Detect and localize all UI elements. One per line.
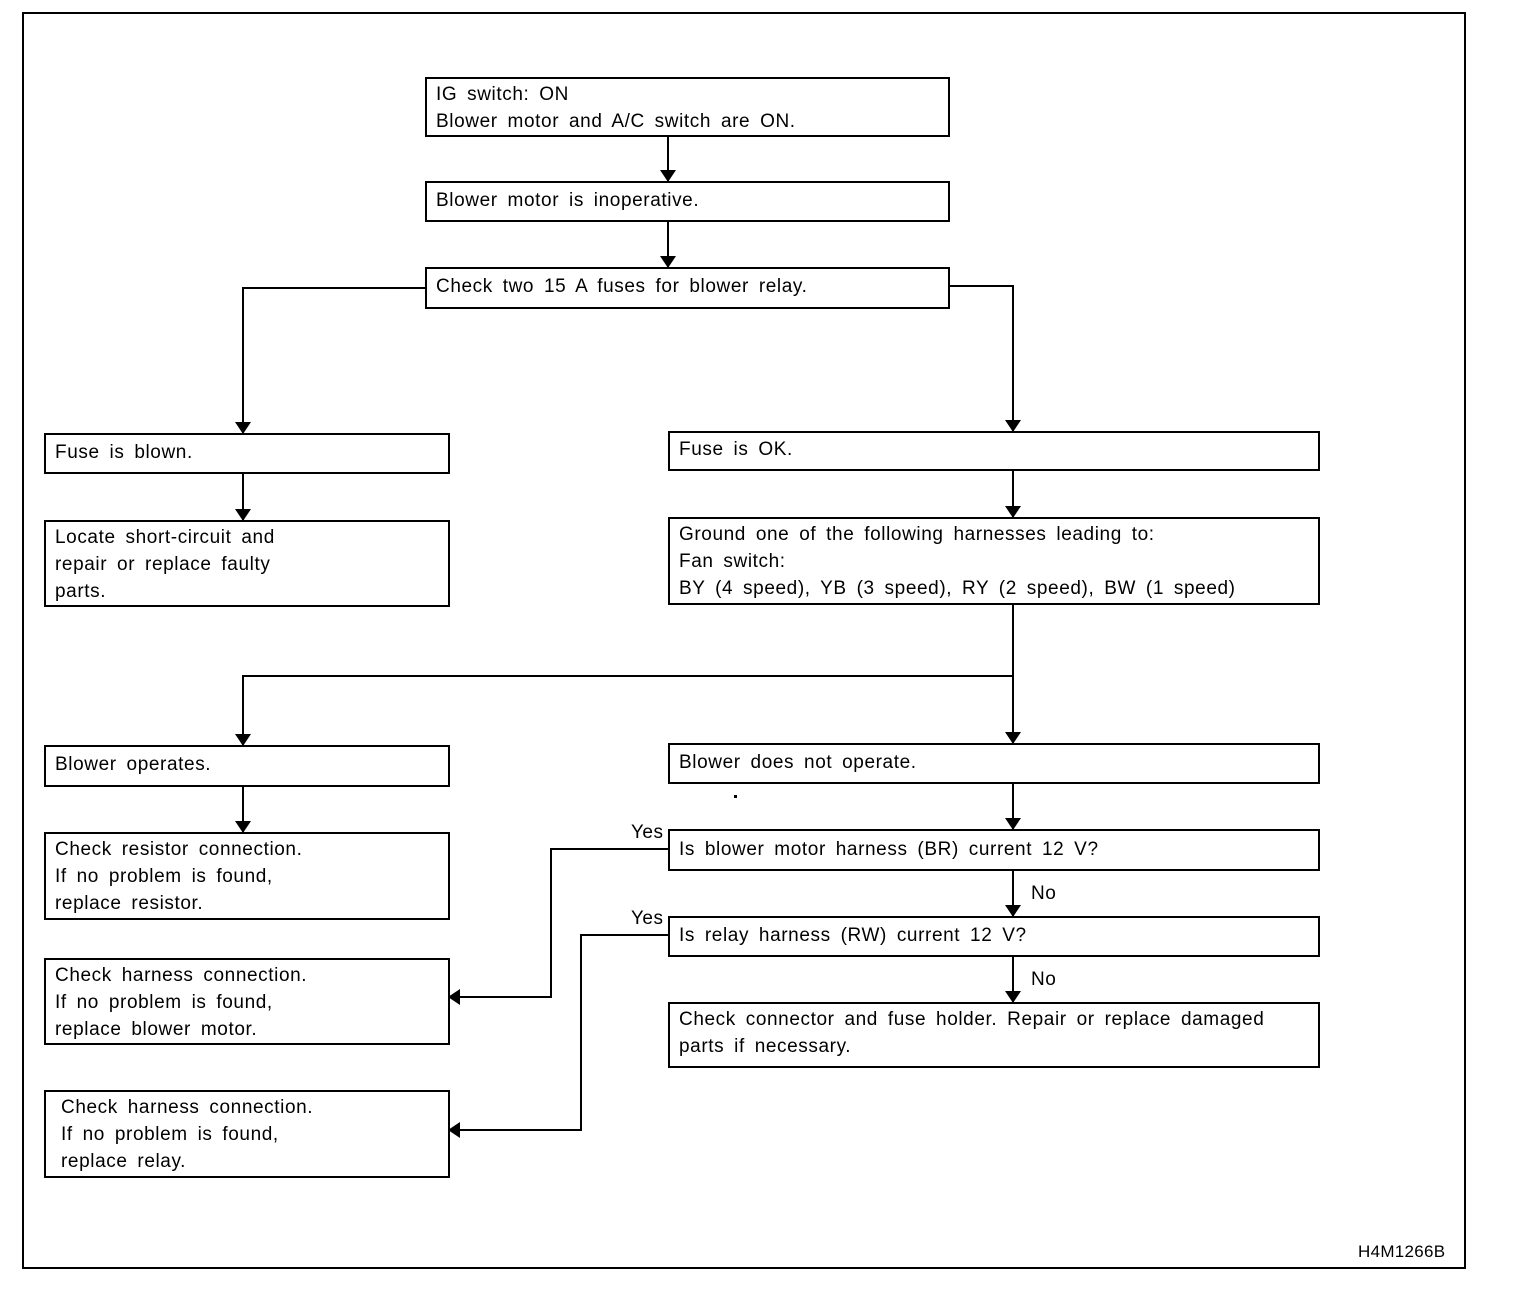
arrow-b7-b8 — [235, 675, 1013, 746]
question-relay-harness-rw: Is relay harness (RW) current 12 V? — [668, 916, 1320, 957]
box-text-line: parts if necessary. — [679, 1036, 852, 1057]
diagram-frame — [22, 12, 1466, 1269]
box-text-line: Check resistor connection. — [55, 839, 303, 860]
box-text-line: repair or replace faulty — [55, 554, 271, 575]
box-text-line: replace blower motor. — [55, 1019, 258, 1040]
box-text-line: Check connector and fuse holder. Repair … — [679, 1009, 1265, 1030]
step-ground-harness: Ground one of the following harnesses le… — [668, 517, 1320, 605]
action-replace-relay: Check harness connection. If no problem … — [44, 1090, 450, 1178]
arrow-b11-b12 — [448, 848, 669, 1005]
label-yes-rw: Yes — [631, 908, 664, 929]
box-text-line: If no problem is found, — [61, 1124, 279, 1145]
box-text-line: Fan switch: — [679, 551, 786, 572]
box-text-line: replace resistor. — [55, 893, 204, 914]
result-blower-operates: Blower operates. — [44, 745, 450, 787]
result-fuse-ok: Fuse is OK. — [668, 431, 1320, 471]
box-text-line: Fuse is blown. — [55, 442, 193, 463]
arrow-b3-b4 — [235, 287, 425, 434]
box-text-line: Check two 15 A fuses for blower relay. — [436, 276, 808, 297]
step-blower-inoperative: Blower motor is inoperative. — [425, 181, 950, 222]
box-text-line: If no problem is found, — [55, 866, 273, 887]
box-text-line: replace relay. — [61, 1151, 187, 1172]
box-text-line: Is blower motor harness (BR) current 12 … — [679, 839, 1099, 860]
result-fuse-blown: Fuse is blown. — [44, 433, 450, 474]
box-text-line: Fuse is OK. — [679, 439, 793, 460]
box-text-line: Is relay harness (RW) current 12 V? — [679, 925, 1027, 946]
box-text-line: Blower does not operate. — [679, 752, 917, 773]
arrow-b13-b15 — [448, 934, 669, 1138]
question-blower-harness-br: Is blower motor harness (BR) current 12 … — [668, 829, 1320, 871]
step-ig-switch-on: IG switch: ON Blower motor and A/C switc… — [425, 77, 950, 137]
action-check-resistor: Check resistor connection. If no problem… — [44, 832, 450, 920]
box-text-line: Blower operates. — [55, 754, 212, 775]
box-text-line: IG switch: ON — [436, 84, 569, 105]
action-locate-short-circuit: Locate short-circuit and repair or repla… — [44, 520, 450, 607]
box-text-line: parts. — [55, 581, 107, 602]
box-text-line: If no problem is found, — [55, 992, 273, 1013]
box-text-line: Blower motor is inoperative. — [436, 190, 700, 211]
label-yes-br: Yes — [631, 822, 664, 843]
box-text-line: Ground one of the following harnesses le… — [679, 524, 1155, 545]
box-text-line: Check harness connection. — [55, 965, 308, 986]
box-text-line: Blower motor and A/C switch are ON. — [436, 111, 796, 132]
action-check-connector-fuse-holder: Check connector and fuse holder. Repair … — [668, 1002, 1320, 1068]
label-no-rw: No — [1031, 969, 1057, 990]
box-text-line: BY (4 speed), YB (3 speed), RY (2 speed)… — [679, 578, 1236, 599]
box-text-line: Check harness connection. — [61, 1097, 314, 1118]
result-blower-not-operate: Blower does not operate. — [668, 743, 1320, 784]
label-no-br: No — [1031, 883, 1057, 904]
stray-dot — [734, 795, 737, 798]
step-check-fuses: Check two 15 A fuses for blower relay. — [425, 267, 950, 309]
box-text-line: Locate short-circuit and — [55, 527, 275, 548]
arrow-b3-b6 — [949, 285, 1021, 432]
figure-id: H4M1266B — [1358, 1242, 1446, 1261]
action-replace-blower-motor: Check harness connection. If no problem … — [44, 958, 450, 1045]
